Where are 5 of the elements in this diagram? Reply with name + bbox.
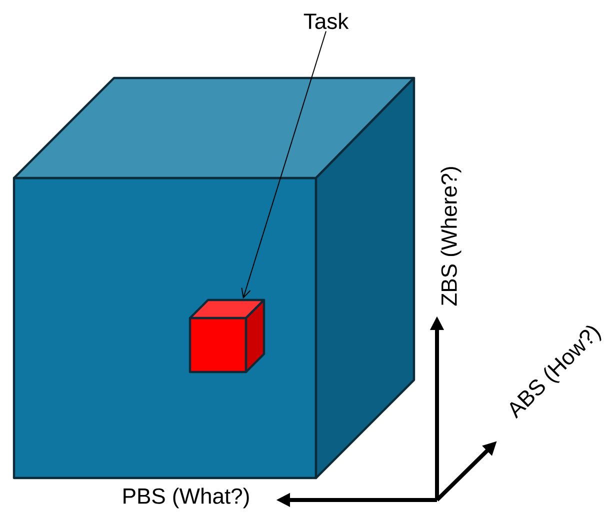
leader-line [241,30,326,299]
node-label: Task [304,12,349,30]
axis-label: PBS (What?) [124,488,249,508]
axis-label: ZBS (Where?) [440,167,462,306]
cube-icon [188,298,266,374]
